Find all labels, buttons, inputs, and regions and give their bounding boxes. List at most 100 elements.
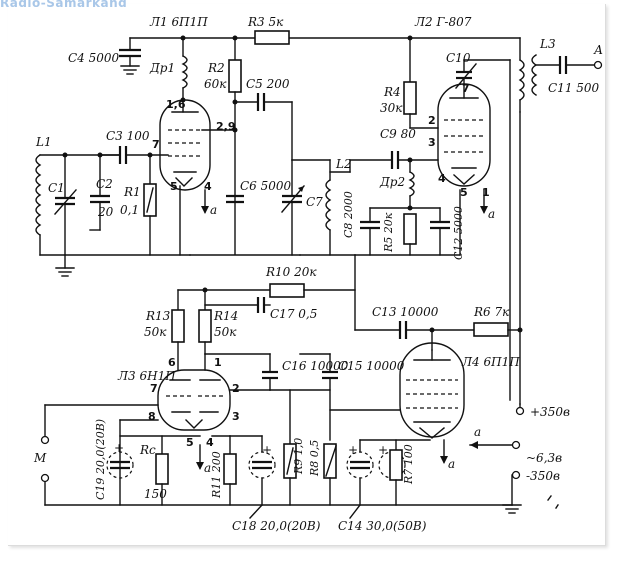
label-r13: R13 bbox=[145, 309, 171, 323]
label-r5: R5 20к bbox=[382, 212, 395, 253]
label-l1-tube: Л1 6П1П bbox=[149, 15, 208, 29]
terminal-mic-ground bbox=[40, 473, 50, 483]
pin-l2-2: 2 bbox=[428, 114, 436, 127]
pin-l2-4: 4 bbox=[438, 172, 446, 185]
resistor-r2 bbox=[228, 59, 242, 93]
sign-plus-c19: + bbox=[114, 441, 124, 455]
resistor-r4 bbox=[403, 81, 417, 115]
ground-symbol bbox=[55, 254, 75, 277]
pin-l3-7: 7 bbox=[150, 382, 158, 395]
label-c14: C14 30,0(50В) bbox=[338, 519, 427, 533]
label-r2-value: 60к bbox=[204, 77, 227, 91]
capacitor-c19 bbox=[106, 451, 134, 479]
label-l1: L1 bbox=[35, 135, 52, 149]
scan-artifact bbox=[547, 495, 559, 509]
pin-l3-1: 1 bbox=[214, 356, 222, 369]
label-r3: R3 5к bbox=[247, 15, 284, 29]
capacitor-c14 bbox=[346, 451, 374, 506]
label-plus-350: +350в bbox=[530, 405, 570, 419]
pin-l2-1: 1 bbox=[482, 186, 490, 199]
coil-l1 bbox=[35, 154, 42, 236]
pin-l3-8: 8 bbox=[148, 410, 156, 423]
pin-l1-7: 7 bbox=[152, 138, 160, 151]
label-a1: а bbox=[210, 203, 217, 217]
pin-l3-4: 4 bbox=[206, 436, 214, 449]
sign-plus-r7: + bbox=[378, 443, 388, 457]
label-minus-350: -350в bbox=[526, 469, 560, 483]
label-c2-value: 20 bbox=[97, 205, 114, 219]
resistor-mark bbox=[286, 447, 294, 475]
label-l2-tube: Л2 Г-807 bbox=[414, 15, 472, 29]
terminal-mic bbox=[40, 435, 50, 445]
pin-l1-29: 2,9 bbox=[216, 120, 236, 133]
arrow bbox=[440, 456, 448, 464]
tube-l2 bbox=[437, 83, 491, 187]
label-l3-tube: Л3 6Н1П bbox=[117, 369, 176, 383]
label-a2: а bbox=[488, 207, 495, 221]
label-c2: C2 bbox=[96, 177, 113, 191]
tube-l3 bbox=[157, 369, 231, 431]
terminal-plus-350 bbox=[515, 406, 525, 416]
label-r6: R6 7к bbox=[473, 305, 510, 319]
label-r2: R2 bbox=[207, 61, 225, 75]
resistor-r6 bbox=[473, 322, 509, 337]
pin-l2-7: 7 bbox=[462, 82, 470, 95]
leader-line bbox=[349, 504, 361, 519]
label-r14: R14 bbox=[213, 309, 238, 323]
label-r8: R8 0,5 bbox=[308, 440, 321, 477]
label-m: М bbox=[33, 451, 47, 465]
label-dr1: Др1 bbox=[149, 61, 175, 75]
arrow bbox=[196, 462, 204, 470]
capacitor-c7 bbox=[281, 185, 305, 256]
terminal-minus-350 bbox=[511, 470, 521, 480]
resistor-r13 bbox=[171, 309, 185, 343]
arrow bbox=[480, 206, 488, 214]
resistor-mark bbox=[325, 445, 337, 477]
label-a-arrow: а bbox=[474, 425, 481, 439]
junction bbox=[517, 327, 523, 333]
resistor-r11 bbox=[223, 453, 237, 485]
label-dr2: Др2 bbox=[379, 175, 405, 189]
terminal-antenna bbox=[593, 60, 603, 70]
label-r14-value: 50к bbox=[214, 325, 237, 339]
label-l4-tube: Л4 6П1П bbox=[461, 355, 520, 369]
resistor-mark bbox=[146, 187, 154, 213]
capacitor-c9 bbox=[349, 151, 439, 169]
label-r1-value: 0,1 bbox=[120, 203, 139, 217]
label-r9: R9 1,0 bbox=[292, 438, 305, 475]
label-c3: C3 100 bbox=[106, 129, 150, 143]
capacitor-c2 bbox=[89, 154, 110, 231]
junction bbox=[232, 127, 238, 133]
resistor-r14 bbox=[198, 309, 212, 343]
label-r11: R11 200 bbox=[210, 451, 223, 499]
label-c18: C18 20,0(20В) bbox=[232, 519, 321, 533]
watermark: Radio-Samarkand bbox=[0, 0, 128, 10]
junction bbox=[202, 287, 208, 293]
terminal-filament bbox=[511, 440, 521, 450]
capacitor-c1 bbox=[54, 154, 77, 256]
label-l2: L2 bbox=[335, 157, 352, 171]
resistor-r10 bbox=[269, 283, 305, 298]
label-a-out: А bbox=[593, 43, 603, 57]
leader-line bbox=[249, 504, 263, 519]
capacitor-c10 bbox=[455, 59, 511, 99]
pin-l2-3: 3 bbox=[428, 136, 436, 149]
pin-l3-3: 3 bbox=[232, 410, 240, 423]
label-c8: C8 2000 bbox=[342, 191, 355, 238]
pin-l1-16: 1,6 bbox=[166, 98, 186, 111]
label-rc-value: 150 bbox=[144, 487, 167, 501]
label-c19: C19 20,0(20В) bbox=[94, 419, 107, 500]
label-c6: C6 5000 bbox=[240, 179, 292, 193]
label-c13: C13 10000 bbox=[372, 305, 439, 319]
pin-l3-5: 5 bbox=[186, 436, 194, 449]
arrow bbox=[201, 206, 209, 214]
label-c15: C15 10000 bbox=[338, 359, 405, 373]
choke-dr1 bbox=[181, 37, 188, 101]
resistor-rc bbox=[155, 453, 169, 485]
label-r13-value: 50к bbox=[144, 325, 167, 339]
pin-l1-5: 5 bbox=[170, 180, 178, 193]
arrow bbox=[470, 441, 478, 449]
pin-l1-4: 4 bbox=[204, 180, 212, 193]
frame-shadow bbox=[8, 4, 606, 546]
